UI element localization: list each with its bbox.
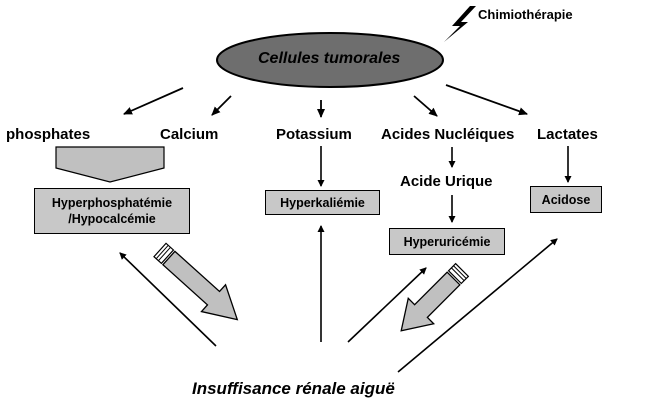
- arrow-renal-to-phospho: [119, 252, 217, 347]
- acute-renal-failure-label: Insuffisance rénale aiguë: [192, 379, 395, 398]
- chemotherapy-label: Chimiothérapie: [478, 7, 573, 22]
- tumor-cells-ellipse: [216, 32, 444, 88]
- merge-chevron-shape: [55, 146, 165, 183]
- hyperphosphatemia-box: Hyperphosphatémie /Hypocalcémie: [34, 188, 190, 234]
- hyperphosphatemia-line1: Hyperphosphatémie: [51, 196, 173, 210]
- uric-acid-label: Acide Urique: [400, 173, 493, 190]
- hyperuricemia-box: Hyperuricémie: [389, 228, 505, 255]
- lactates-label: Lactates: [537, 126, 598, 143]
- phosphates-label: phosphates: [6, 126, 91, 143]
- calcium-label: Calcium: [160, 126, 219, 143]
- nucleic-acids-label: Acides Nucléiques: [381, 126, 515, 143]
- arrow-to-calcium: [211, 95, 232, 116]
- acidosis-box: Acidose: [530, 186, 602, 213]
- arrow-to-nucleic-acids: [413, 95, 438, 117]
- hyperkalemia-box: Hyperkaliémie: [265, 190, 380, 215]
- arrow-renal-to-acidosis: [397, 238, 558, 373]
- arrow-renal-to-hyperuricemia: [347, 267, 427, 343]
- block-arrow-left: [153, 242, 239, 321]
- arrow-to-phosphates: [123, 87, 184, 115]
- hypocalcemia-line2: /Hypocalcémie: [68, 212, 156, 226]
- potassium-label: Potassium: [276, 126, 352, 143]
- tumor-cells-label: Cellules tumorales: [258, 50, 401, 67]
- arrow-to-lactates: [445, 84, 528, 116]
- block-arrow-right: [400, 262, 470, 332]
- lightning-bolt-icon: [444, 6, 476, 42]
